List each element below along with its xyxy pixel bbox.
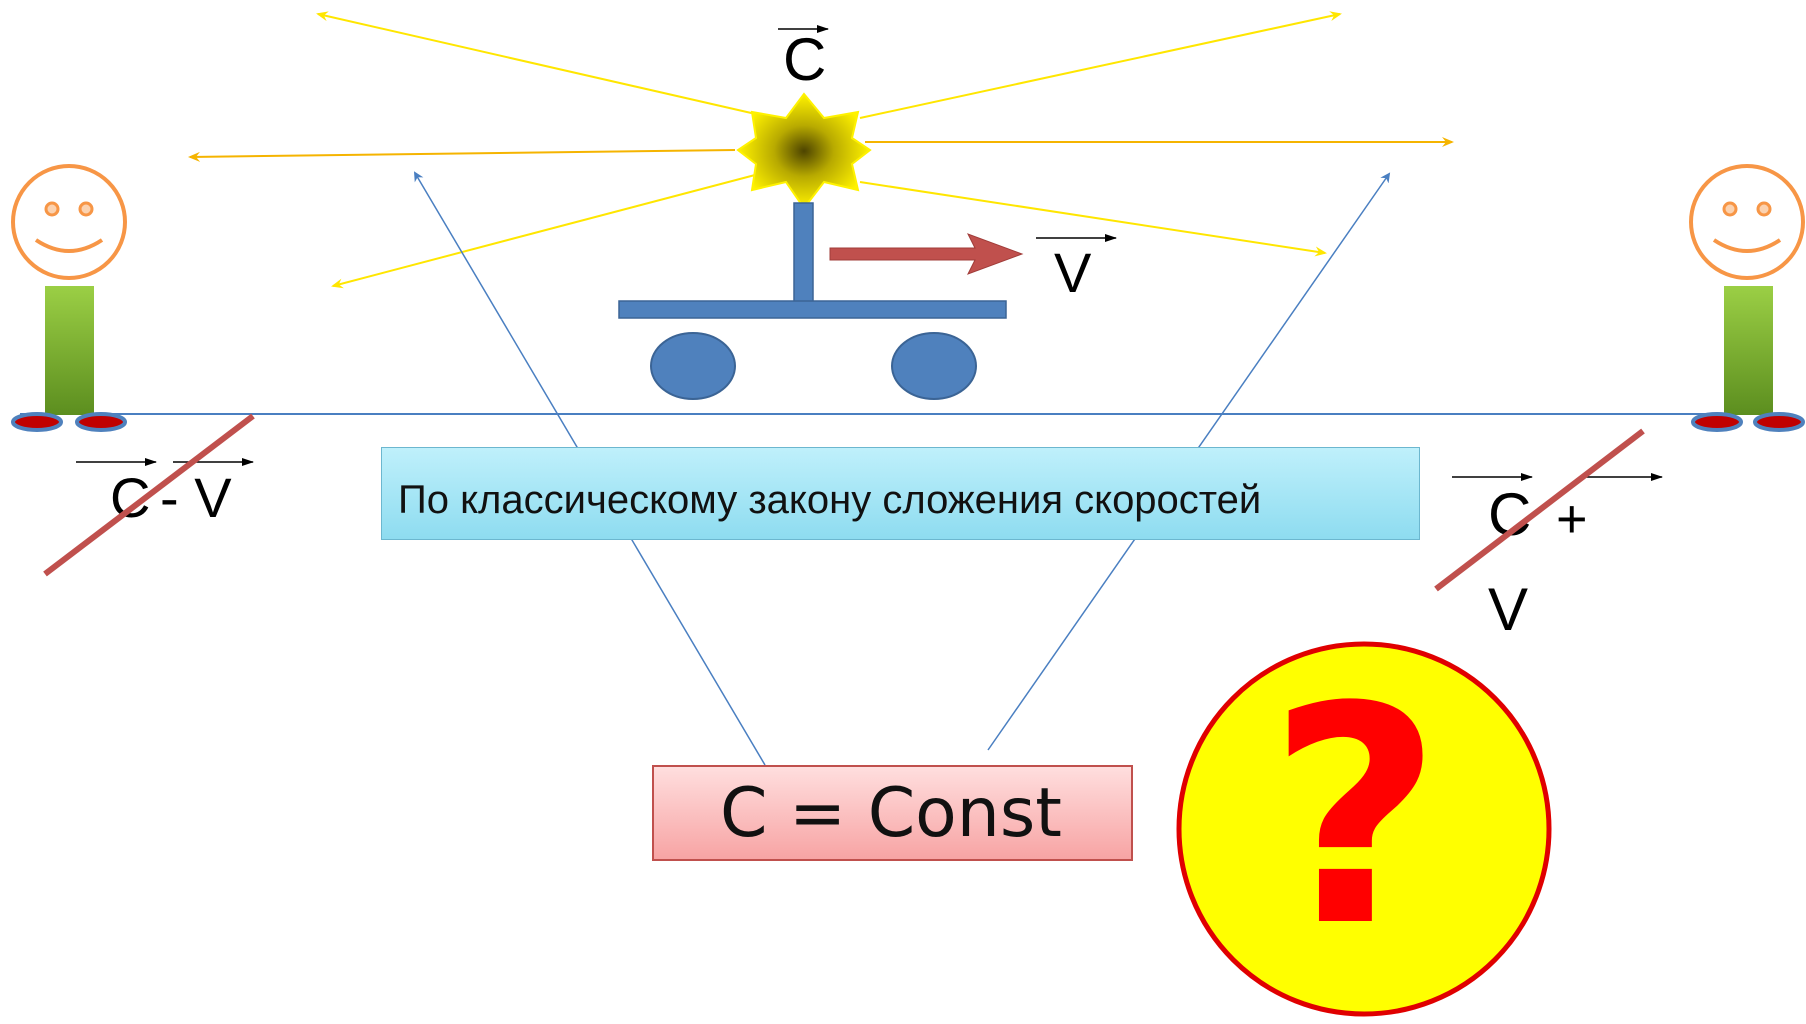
smiley-eye-left [1722, 201, 1738, 217]
smiley-mouth [1712, 238, 1782, 253]
cart [618, 202, 1007, 400]
light-source-star [736, 92, 872, 210]
ray-left [188, 149, 736, 162]
cart-velocity-label: V [1054, 241, 1092, 304]
question-mark-icon: ? [1268, 643, 1443, 992]
cart-mast [793, 202, 814, 304]
left-c-label: C [110, 466, 151, 529]
ray-down-left [331, 174, 756, 289]
observer-left [11, 164, 127, 432]
cart-platform [618, 300, 1007, 319]
constant-text: C = Const [720, 774, 1062, 853]
shoe-icon [1753, 412, 1805, 432]
ray-up-right [859, 11, 1342, 119]
observer-right [1689, 164, 1805, 432]
right-plus-label: + [1556, 489, 1588, 549]
shoe-icon [1691, 412, 1743, 432]
shoe-icon [75, 412, 127, 432]
observer-body [1724, 286, 1773, 415]
smiley-eye-right [78, 201, 94, 217]
question-circle [1176, 641, 1552, 1017]
smiley-face-icon [11, 164, 127, 280]
smiley-mouth [34, 238, 104, 253]
ray-up-left [316, 11, 761, 116]
shoe-icon [11, 412, 63, 432]
left-minus-v-label: - V [160, 466, 232, 529]
cart-wheel-right [891, 332, 977, 400]
smiley-eye-right [1756, 201, 1772, 217]
cart-wheel-left [650, 332, 736, 400]
right-c-label: C [1488, 481, 1532, 548]
observer-body [45, 286, 94, 415]
cart-velocity-arrow [829, 233, 1024, 275]
classical-law-text: По классическому закону сложения скорост… [398, 478, 1262, 522]
light-rays [188, 11, 1454, 289]
source-velocity-label: C [783, 26, 827, 93]
classical-law-box [381, 447, 1420, 540]
constant-box [652, 765, 1133, 861]
ray-down-right [859, 181, 1327, 257]
smiley-eye-left [44, 201, 60, 217]
right-v-label: V [1488, 576, 1529, 643]
smiley-face-icon [1689, 164, 1805, 280]
